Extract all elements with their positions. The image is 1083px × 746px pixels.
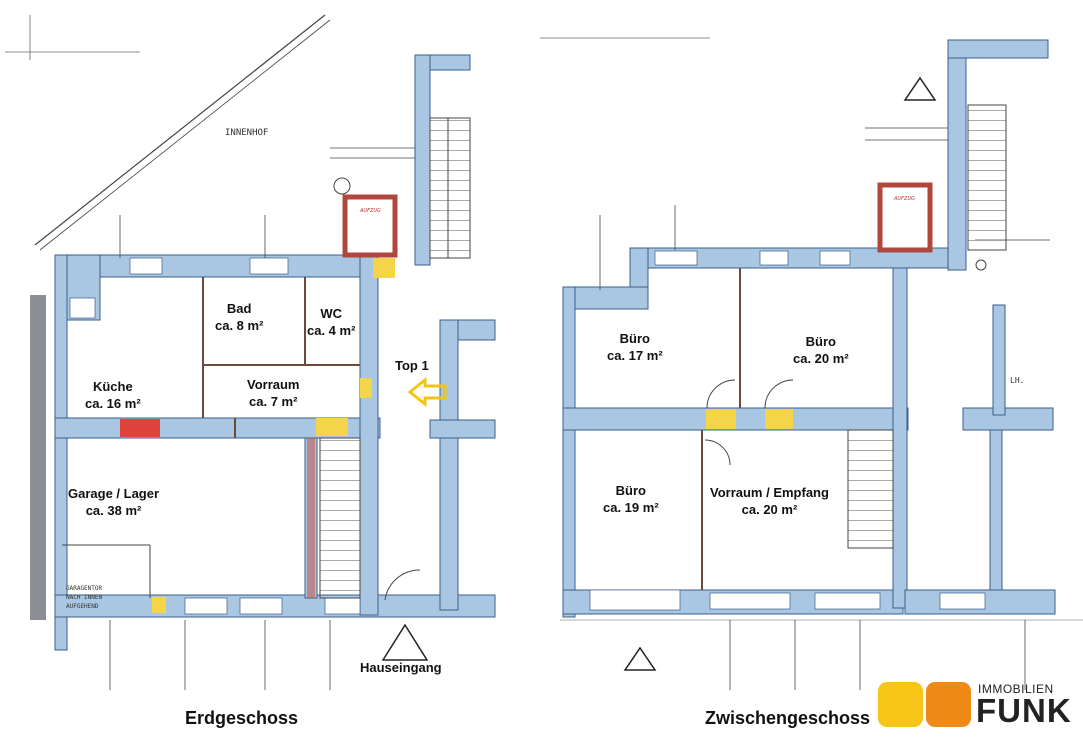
room-wc: WC ca. 4 m² [307, 305, 355, 339]
room-area: ca. 19 m² [603, 500, 659, 515]
room-area: ca. 20 m² [741, 502, 798, 517]
entrance-label: Hauseingang [360, 660, 442, 675]
neighbor-wall [30, 295, 46, 620]
courtyard-label: INNENHOF [225, 128, 269, 138]
room-vorraum: Vorraum ca. 7 m² [247, 376, 300, 410]
exterior-walls [54, 54, 496, 651]
stairs-erdgeschoss [319, 437, 361, 599]
windows-zg [589, 250, 986, 611]
room-name: Vorraum [247, 377, 300, 392]
garage-note-line-3: AUFGEHEND [66, 603, 99, 610]
lh-label: LH. [1010, 376, 1025, 385]
windows [69, 257, 361, 615]
room-name: Büro [805, 334, 836, 349]
interior-walls-zg [701, 268, 741, 590]
room-name: WC [320, 306, 343, 321]
stairs-upper-zwischengeschoss [967, 104, 1007, 251]
room-area: ca. 7 m² [249, 394, 298, 409]
room-area: ca. 8 m² [215, 318, 264, 333]
column-marker-icon [333, 177, 351, 195]
elevator-erdgeschoss [342, 194, 398, 258]
elevator-label-zwischengeschoss: AUFZUG [894, 196, 915, 202]
section-marker-icon [623, 646, 657, 671]
entrance-triangle-icon [381, 623, 429, 661]
courtyard-boundary-line [34, 14, 326, 246]
room-name: Garage / Lager [68, 486, 160, 501]
room-name: Bad [226, 301, 252, 316]
room-name: Büro [615, 483, 646, 498]
entrance-door-arc [384, 569, 421, 601]
plan-zwischengeschoss [540, 37, 1083, 690]
room-kueche: Küche ca. 16 m² [85, 378, 141, 412]
room-name: Vorraum / Empfang [710, 485, 829, 500]
yellow-door-markers-zg [706, 409, 793, 429]
room-buero-2: Büro ca. 20 m² [793, 333, 849, 367]
interior-walls [202, 277, 360, 438]
red-wall-garage [307, 438, 315, 598]
courtyard-boundary-line-2 [39, 19, 331, 251]
logo-small-text: IMMOBILIEN [978, 682, 1054, 696]
dimension-lines-zg [599, 127, 1050, 690]
elevator-label-erdgeschoss: AUFZUG [360, 208, 381, 214]
immobilien-funk-logo: IMMOBILIEN FUNK [878, 682, 1078, 729]
yellow-door-markers [152, 258, 395, 613]
red-marker-kueche [120, 419, 160, 437]
elevator-zwischengeschoss [877, 182, 933, 253]
exterior-walls-zg [562, 39, 1056, 618]
unit-label-top-1: Top 1 [395, 358, 429, 373]
door-arcs-zg [704, 379, 794, 466]
room-area: ca. 16 m² [85, 396, 141, 411]
caption-zwischengeschoss: Zwischengeschoss [705, 708, 871, 728]
logo-yellow-square [878, 682, 923, 727]
plan-erdgeschoss [5, 14, 496, 690]
room-bad: Bad ca. 8 m² [215, 300, 263, 334]
logo-big-text: FUNK [976, 692, 1072, 729]
stairs-zwischengeschoss [847, 429, 894, 549]
stairs-upper-erdgeschoss [429, 117, 471, 259]
dimension-lines [109, 147, 415, 690]
room-area: ca. 20 m² [793, 351, 849, 366]
room-buero-1: Büro ca. 17 m² [607, 330, 663, 364]
room-garage-lager: Garage / Lager ca. 38 m² [68, 485, 159, 519]
section-marker-icon [903, 76, 937, 101]
entrance-arrow-icon [407, 376, 447, 408]
room-vorraum-empfang: Vorraum / Empfang ca. 20 m² [710, 484, 829, 518]
garage-note-line-2: NACH INNEN [66, 594, 103, 601]
logo-orange-square [926, 682, 971, 727]
caption-erdgeschoss: Erdgeschoss [185, 708, 299, 728]
room-name: Küche [92, 379, 133, 394]
room-area: ca. 4 m² [307, 323, 356, 338]
column-marker-icon [975, 259, 987, 271]
room-area: ca. 38 m² [85, 503, 142, 518]
room-name: Büro [619, 331, 650, 346]
room-area: ca. 17 m² [607, 348, 663, 363]
room-buero-3: Büro ca. 19 m² [603, 482, 659, 516]
garage-note-line-1: GARAGENTOR [66, 585, 103, 592]
